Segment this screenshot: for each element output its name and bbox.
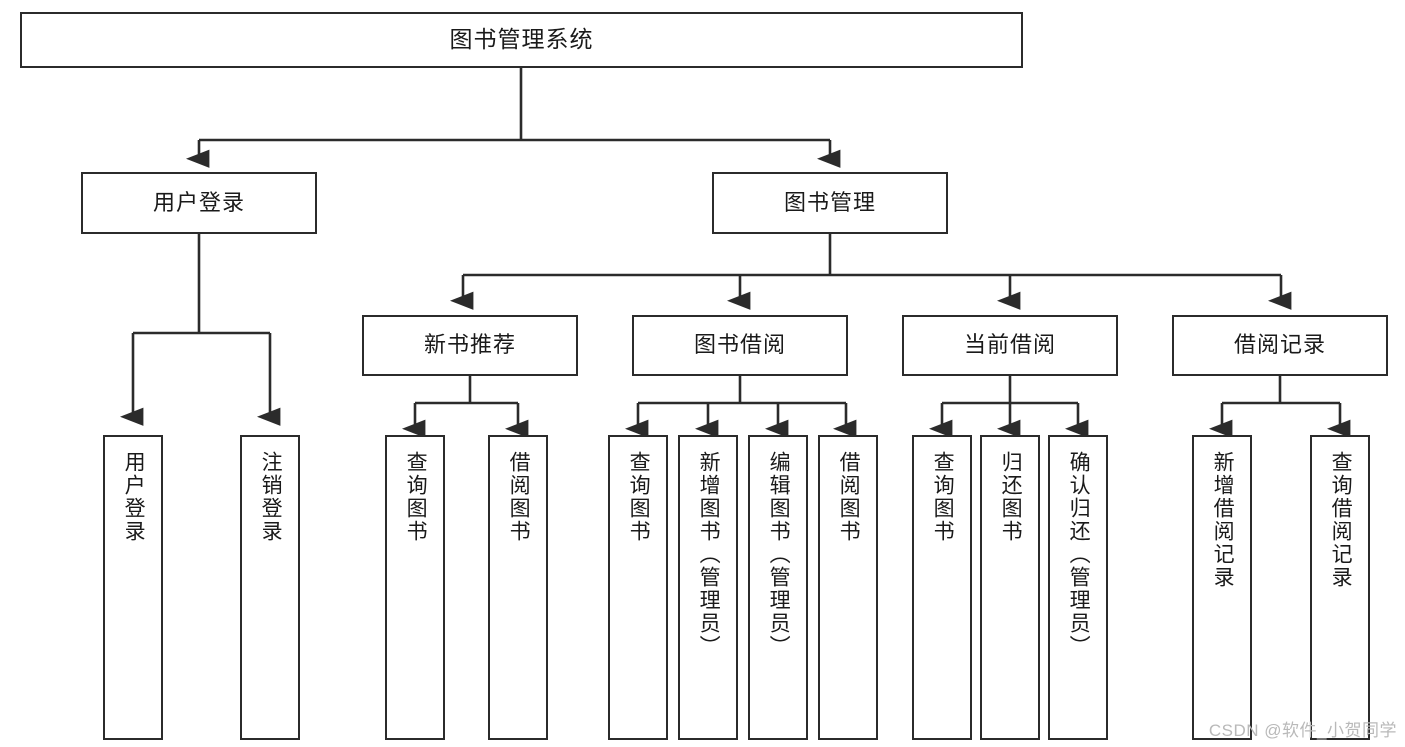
node-label: 借阅记录 (1233, 332, 1326, 358)
leaf-borrow-add-book[interactable]: 新增图书（管理员） (678, 435, 738, 740)
leaf-current-return-book[interactable]: 归还图书 (980, 435, 1040, 740)
leaf-current-query-book[interactable]: 查询图书 (912, 435, 972, 740)
node-borrow-record[interactable]: 借阅记录 (1172, 315, 1388, 376)
leaf-current-confirm-return[interactable]: 确认归还（管理员） (1048, 435, 1108, 740)
node-book-borrow[interactable]: 图书借阅 (632, 315, 848, 376)
leaf-user-login-logout[interactable]: 注销登录 (240, 435, 300, 740)
node-user-login[interactable]: 用户登录 (81, 172, 317, 234)
leaf-borrow-borrow-book[interactable]: 借阅图书 (818, 435, 878, 740)
node-label: 借阅图书 (837, 451, 861, 543)
node-label: 用户登录 (152, 189, 245, 215)
node-label: 查询图书 (931, 451, 955, 543)
node-label: 图书管理系统 (449, 26, 594, 53)
node-label: 确认归还（管理员） (1067, 451, 1091, 658)
leaf-user-login-login[interactable]: 用户登录 (103, 435, 163, 740)
node-label: 当前借阅 (963, 332, 1056, 358)
node-root-book-management-system[interactable]: 图书管理系统 (20, 12, 1023, 68)
csdn-watermark: CSDN @软件_小贺同学 (1208, 721, 1397, 740)
node-label: 编辑图书（管理员） (767, 451, 791, 658)
leaf-record-query-record[interactable]: 查询借阅记录 (1310, 435, 1370, 740)
node-current-borrow[interactable]: 当前借阅 (902, 315, 1118, 376)
node-label: 新书推荐 (423, 332, 516, 358)
node-label: 查询图书 (404, 451, 428, 543)
node-label: 新增借阅记录 (1211, 451, 1235, 589)
node-book-management[interactable]: 图书管理 (712, 172, 948, 234)
node-label: 注销登录 (259, 451, 283, 543)
node-label: 新增图书（管理员） (697, 451, 721, 658)
node-label: 查询图书 (627, 451, 651, 543)
node-label: 归还图书 (999, 451, 1023, 543)
leaf-borrow-query-book[interactable]: 查询图书 (608, 435, 668, 740)
leaf-new-book-borrow[interactable]: 借阅图书 (488, 435, 548, 740)
leaf-record-add-record[interactable]: 新增借阅记录 (1192, 435, 1252, 740)
node-new-book-recommend[interactable]: 新书推荐 (362, 315, 578, 376)
leaf-new-book-query[interactable]: 查询图书 (385, 435, 445, 740)
node-label: 图书借阅 (693, 332, 786, 358)
node-label: 借阅图书 (507, 451, 531, 543)
leaf-borrow-edit-book[interactable]: 编辑图书（管理员） (748, 435, 808, 740)
node-label: 查询借阅记录 (1329, 451, 1353, 589)
node-label: 图书管理 (783, 189, 876, 215)
node-label: 用户登录 (122, 451, 146, 543)
